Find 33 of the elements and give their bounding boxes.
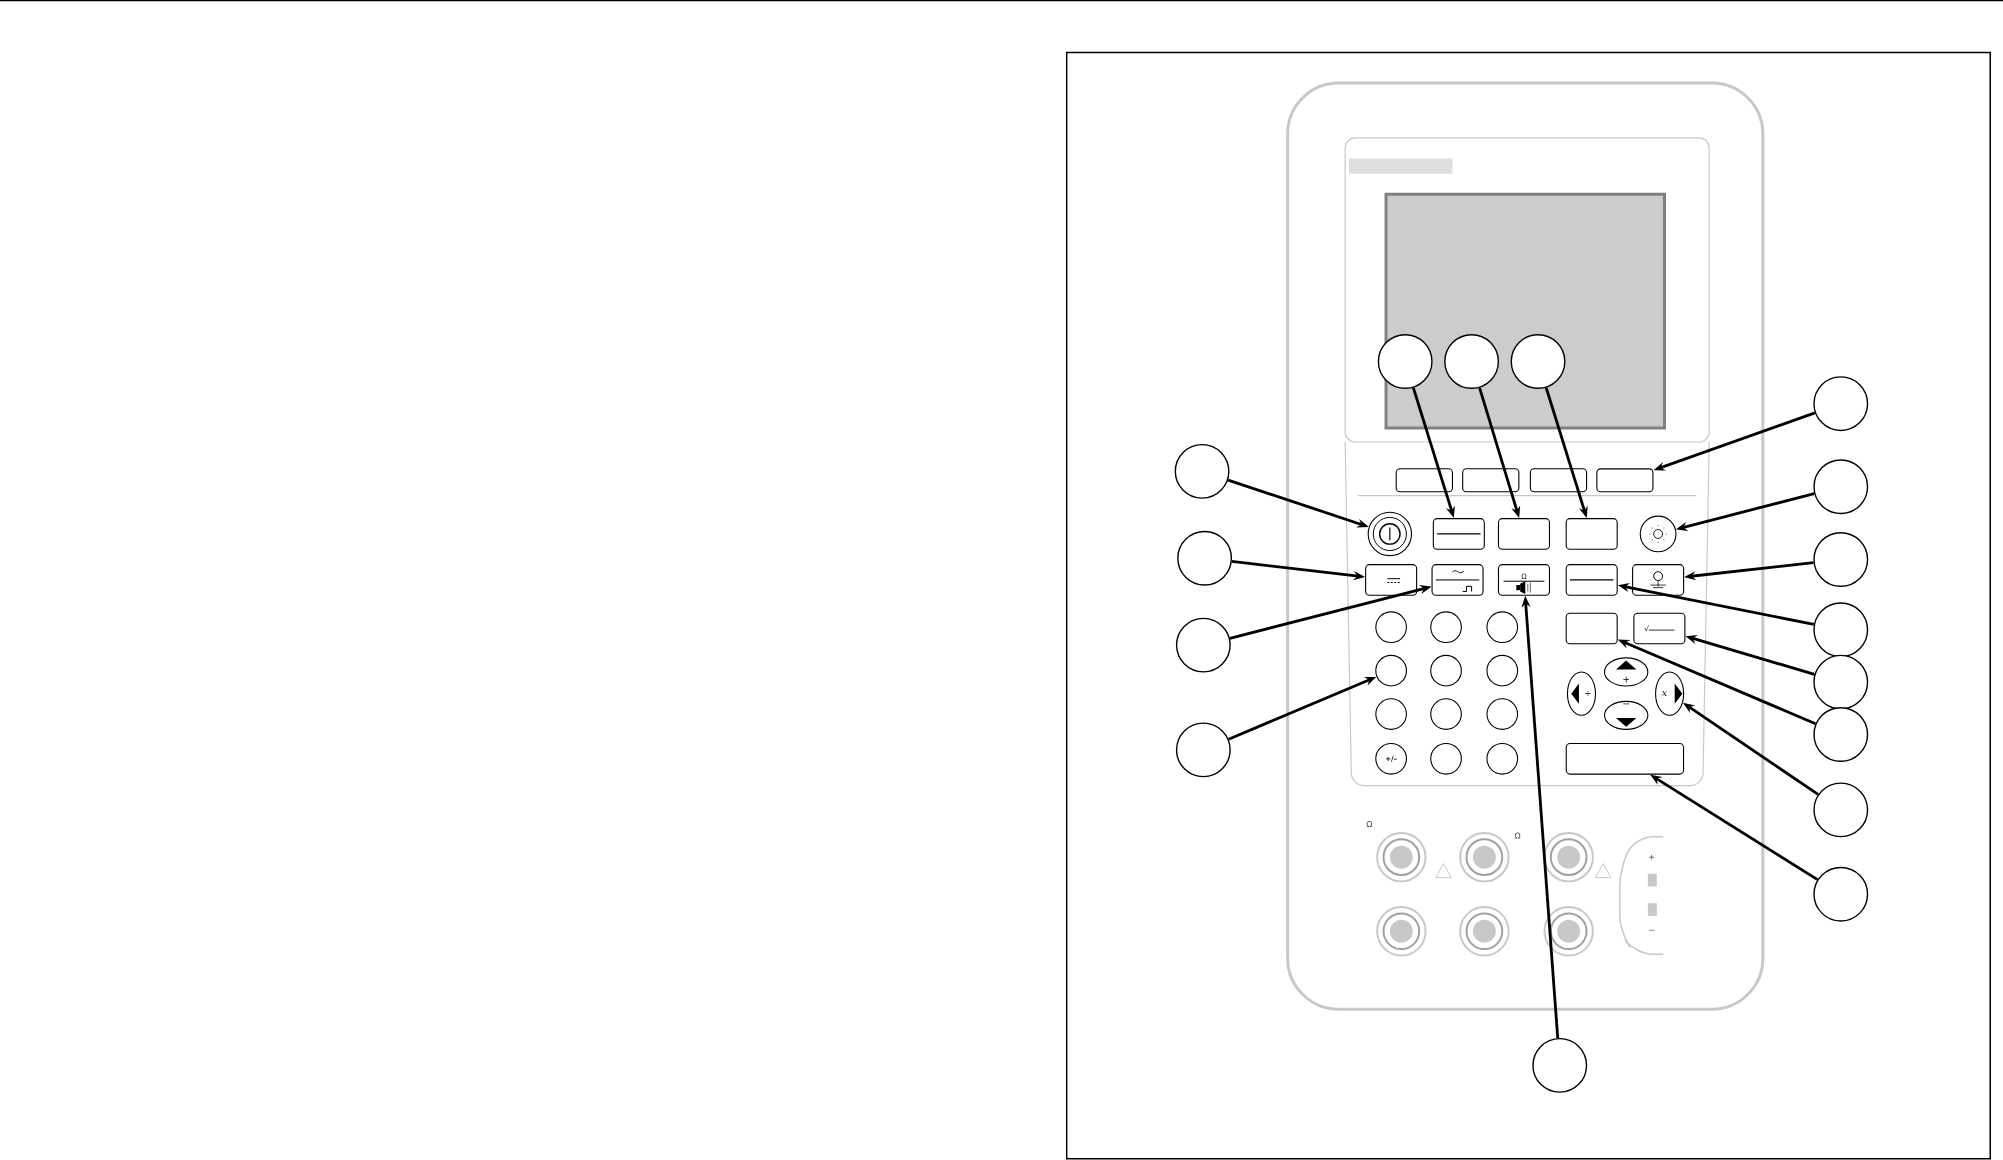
key-button — [1497, 518, 1551, 550]
callout-circle — [1813, 376, 1869, 432]
key-button — [1365, 564, 1418, 596]
callout-circle — [1813, 654, 1869, 710]
round-button — [1375, 654, 1407, 687]
callout-circle — [1175, 722, 1231, 778]
callout-circle — [1175, 617, 1231, 673]
callout-circle — [1444, 334, 1500, 390]
key-button — [1565, 564, 1618, 596]
round-button — [1367, 511, 1413, 557]
key-label: ÷ — [1585, 691, 1591, 696]
callout-circle — [1813, 532, 1869, 588]
callout-circle — [1174, 443, 1230, 499]
callout-circle — [1813, 782, 1869, 838]
key-button — [1565, 612, 1618, 645]
callout-circle — [1813, 707, 1869, 763]
key-button — [1565, 743, 1685, 775]
key-label: + — [1623, 676, 1629, 683]
callout-circle — [1813, 866, 1869, 922]
round-button — [1639, 515, 1677, 553]
callout-circle — [1177, 530, 1233, 586]
key-button — [1632, 564, 1685, 596]
oval-key: x — [1655, 671, 1685, 716]
key-button — [1432, 518, 1485, 550]
callout-circle — [1532, 1037, 1588, 1093]
key-button — [1565, 518, 1618, 550]
key-button — [1596, 468, 1654, 493]
callout-circle — [1813, 602, 1869, 658]
callout-circle — [1813, 459, 1869, 515]
key-label: − — [1623, 703, 1629, 705]
callout-circle — [1510, 334, 1566, 390]
callout-circle — [1377, 334, 1433, 390]
key-button — [1431, 564, 1484, 596]
